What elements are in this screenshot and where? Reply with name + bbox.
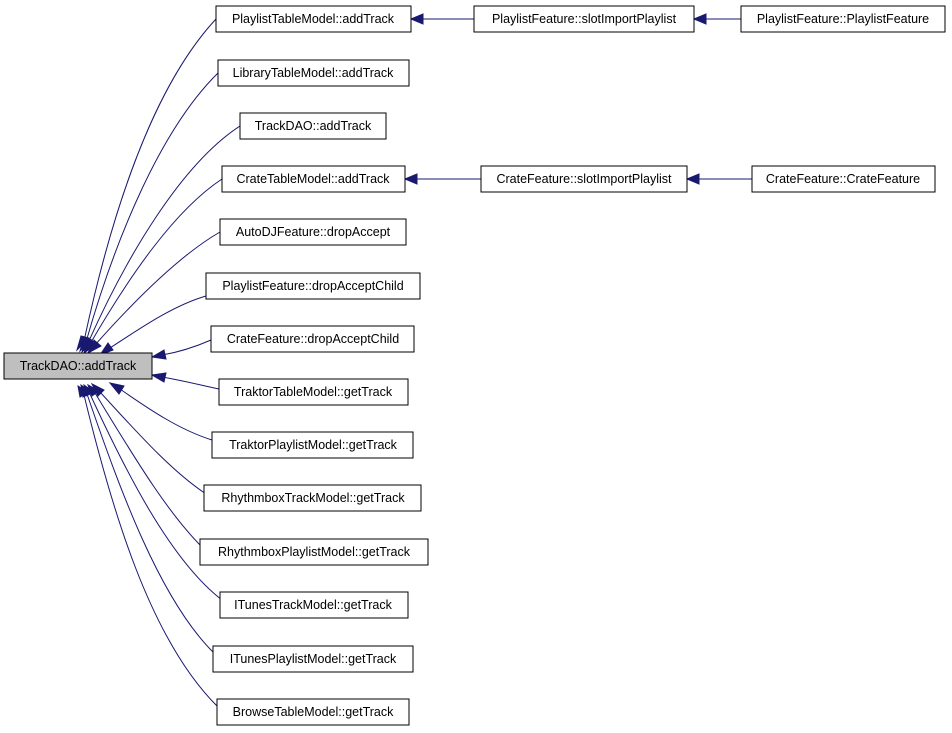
node-crate-feature-slot-import-playlist[interactable]: CrateFeature::slotImportPlaylist [480,165,688,193]
node-playlist-feature-slot-import-playlist[interactable]: PlaylistFeature::slotImportPlaylist [473,5,695,33]
svg-text:ITunesPlaylistModel::getTrack: ITunesPlaylistModel::getTrack [230,652,397,666]
svg-text:PlaylistTableModel::addTrack: PlaylistTableModel::addTrack [232,12,395,26]
edge-root-track-dao [87,125,241,344]
edge-root-crate-table-model [89,178,223,345]
edge-root-itunes-track-model [89,393,223,601]
node-root-label: TrackDAO::addTrack [20,359,137,373]
svg-text:AutoDJFeature::dropAccept: AutoDJFeature::dropAccept [236,225,391,239]
svg-text:TraktorPlaylistModel::getTrack: TraktorPlaylistModel::getTrack [229,438,398,452]
node-crate-feature-ctor[interactable]: CrateFeature::CrateFeature [751,165,936,193]
edge-root-crate-feature-drop [161,339,212,356]
node-crate-feature-drop-accept-child[interactable]: CrateFeature::dropAcceptChild [210,325,415,353]
node-crate-table-model-add-track[interactable]: CrateTableModel::addTrack [221,165,406,193]
node-playlist-feature-ctor[interactable]: PlaylistFeature::PlaylistFeature [740,5,946,33]
svg-text:TraktorTableModel::getTrack: TraktorTableModel::getTrack [234,385,393,399]
node-playlist-table-model-add-track[interactable]: PlaylistTableModel::addTrack [215,5,412,33]
edge-root-itunes-playlist-model [86,393,215,654]
node-auto-dj-feature-drop-accept[interactable]: AutoDJFeature::dropAccept [219,218,407,246]
svg-text:TrackDAO::addTrack: TrackDAO::addTrack [255,119,372,133]
edge-root-rhythmbox-playlist-model [94,392,203,548]
node-rhythmbox-track-model-get-track[interactable]: RhythmboxTrackModel::getTrack [203,484,422,512]
node-track-dao-add-track[interactable]: TrackDAO::addTrack [239,112,387,140]
svg-text:CrateTableModel::addTrack: CrateTableModel::addTrack [236,172,390,186]
svg-text:CrateFeature::slotImportPlayli: CrateFeature::slotImportPlaylist [496,172,672,186]
svg-text:RhythmboxPlaylistModel::getTra: RhythmboxPlaylistModel::getTrack [218,545,411,559]
node-library-table-model-add-track[interactable]: LibraryTableModel::addTrack [217,59,410,87]
edges [75,13,752,708]
edge-root-playlist-table-model [83,18,217,342]
edge-root-rhythmbox-track-model [99,391,207,495]
edge-root-traktor-playlist-model [119,388,213,441]
svg-text:PlaylistFeature::slotImportPla: PlaylistFeature::slotImportPlaylist [492,12,677,26]
svg-text:ITunesTrackModel::getTrack: ITunesTrackModel::getTrack [234,598,392,612]
node-itunes-playlist-model-get-track[interactable]: ITunesPlaylistModel::getTrack [212,645,414,673]
svg-text:PlaylistFeature::PlaylistFeatu: PlaylistFeature::PlaylistFeature [757,12,929,26]
svg-text:CrateFeature::CrateFeature: CrateFeature::CrateFeature [766,172,920,186]
node-traktor-table-model-get-track[interactable]: TraktorTableModel::getTrack [218,378,409,406]
node-root[interactable]: TrackDAO::addTrack [3,352,153,380]
node-traktor-playlist-model-get-track[interactable]: TraktorPlaylistModel::getTrack [211,431,414,459]
svg-text:BrowseTableModel::getTrack: BrowseTableModel::getTrack [233,705,394,719]
node-browse-table-model-get-track[interactable]: BrowseTableModel::getTrack [216,698,410,726]
svg-text:PlaylistFeature::dropAcceptChi: PlaylistFeature::dropAcceptChild [222,279,403,293]
node-itunes-track-model-get-track[interactable]: ITunesTrackModel::getTrack [219,591,409,619]
svg-text:CrateFeature::dropAcceptChild: CrateFeature::dropAcceptChild [227,332,399,346]
edge-root-library-table-model [85,72,219,343]
edge-root-playlist-feature-drop [109,295,207,349]
svg-text:LibraryTableModel::addTrack: LibraryTableModel::addTrack [233,66,394,80]
node-rhythmbox-playlist-model-get-track[interactable]: RhythmboxPlaylistModel::getTrack [199,538,429,566]
edge-root-auto-dj-feature [94,231,221,346]
node-playlist-feature-drop-accept-child[interactable]: PlaylistFeature::dropAcceptChild [205,272,421,300]
svg-text:RhythmboxTrackModel::getTrack: RhythmboxTrackModel::getTrack [221,491,405,505]
edge-root-browse-table-model [83,394,219,708]
edge-root-traktor-table-model [161,376,220,390]
